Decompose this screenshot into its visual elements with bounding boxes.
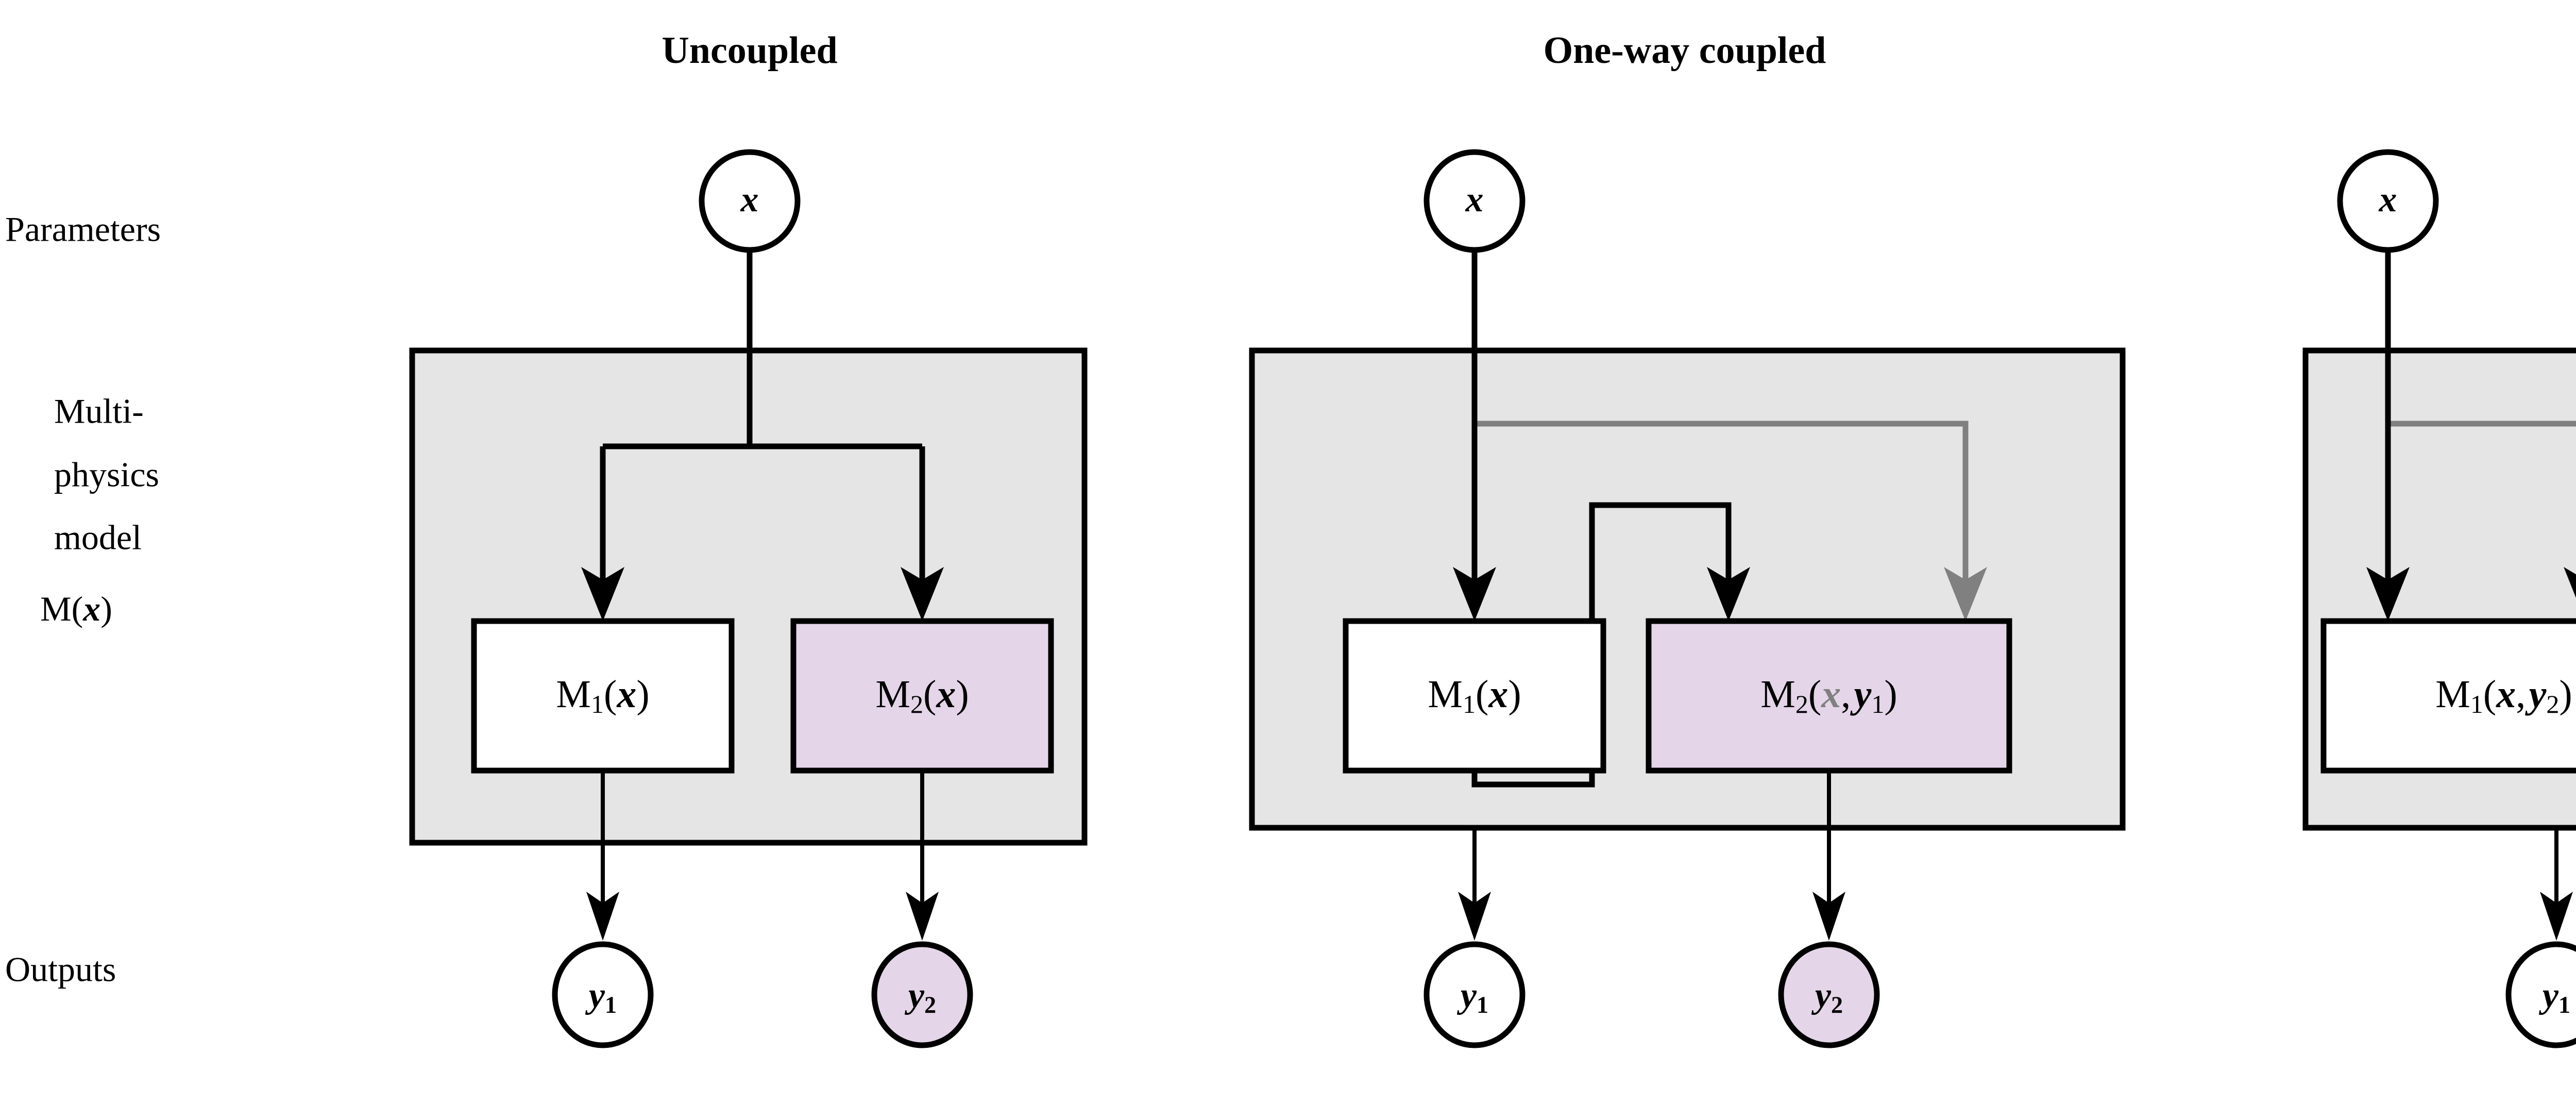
model-box-m2-one-way	[1646, 618, 2012, 774]
edge-x-grey-branch-one-way	[1475, 421, 1969, 595]
arrowhead-y1-to-m2-one-way	[1707, 567, 1750, 621]
model-label-m2-uncoupled: M2(x)	[875, 673, 969, 718]
arrowhead-m1-to-y1-fully	[2540, 892, 2573, 941]
output-node-y1-label-one-way: y1	[1457, 976, 1488, 1018]
output-node-y2-one-way	[1778, 941, 1880, 1048]
parameter-node-label-fully: x	[2379, 180, 2397, 220]
model-box-m2-uncoupled	[790, 618, 1054, 774]
model-label-m1-one-way: M1(x)	[1428, 673, 1521, 718]
model-label-m2-one-way: M2(x, y1)	[1760, 673, 1897, 718]
output-node-y2-label-one-way: y2	[1811, 976, 1843, 1018]
output-node-y1-one-way	[1423, 941, 1526, 1048]
arrowhead-x-to-m1-one-way	[1453, 567, 1496, 621]
arrowhead-m2-to-y2-one-way	[1812, 892, 1845, 941]
arrowhead-y2-to-m1-fully	[2564, 567, 2576, 598]
output-node-y2-label-uncoupled: y2	[905, 976, 936, 1018]
row-label-model-line3: model	[54, 518, 142, 557]
row-label-model-cal: M	[40, 589, 71, 628]
model-label-m1-fully: M1(x, y2)	[2435, 673, 2572, 718]
parameter-node-one-way	[1423, 149, 1526, 253]
panel-title-one-way-coupled: One-way coupled	[1544, 29, 1826, 72]
model-label-m1-uncoupled: M1(x)	[556, 673, 649, 718]
row-label-parameters: Parameters	[5, 210, 161, 249]
model-box-m1-fully	[2320, 618, 2576, 774]
parameter-node-label-one-way: x	[1465, 180, 1484, 220]
arrowhead-m1-to-y1-uncoupled	[586, 892, 619, 941]
panel-uncoupled: Uncoupled M1(x) M2(x) x y	[409, 29, 1088, 1048]
row-label-model-line1: Multi-	[54, 392, 144, 431]
arrowhead-x-grey-one-way	[1944, 567, 1987, 621]
panel-title-uncoupled: Uncoupled	[662, 29, 837, 72]
arrowhead-x-to-m2-uncoupled	[901, 567, 944, 621]
arrowhead-x-to-m1-fully	[2366, 567, 2410, 621]
row-label-model-formula: M(x)	[40, 589, 112, 628]
model-box-m1-uncoupled	[471, 618, 735, 774]
output-node-y1-fully	[2505, 941, 2576, 1048]
output-node-y1-label-uncoupled: y1	[585, 976, 617, 1018]
arrowhead-m2-to-y2-uncoupled	[906, 892, 939, 941]
panel-fully-coupled: Fully coupled M1(x, y2) M2(x, y1) x	[2302, 149, 2576, 1048]
row-label-outputs: Outputs	[5, 950, 116, 989]
row-label-model-line2: physics	[54, 455, 159, 494]
output-node-y1-label-fully: y1	[2539, 976, 2570, 1018]
panel-one-way-coupled: One-way coupled M1(x) M2(x, y1) x	[1249, 29, 2126, 1048]
output-node-y2-uncoupled	[871, 941, 973, 1048]
parameter-node-label-uncoupled: x	[740, 180, 759, 220]
arrowhead-m1-to-y1-one-way	[1458, 892, 1491, 941]
row-label-model-var: x	[82, 589, 100, 628]
svg-text:M(x): M(x)	[40, 589, 112, 628]
arrowhead-x-to-m1-uncoupled	[581, 567, 624, 621]
parameter-node-uncoupled	[699, 149, 801, 253]
output-node-y1-uncoupled	[552, 941, 654, 1048]
parameter-node-fully	[2337, 149, 2439, 253]
model-box-m1-one-way	[1343, 618, 1606, 774]
